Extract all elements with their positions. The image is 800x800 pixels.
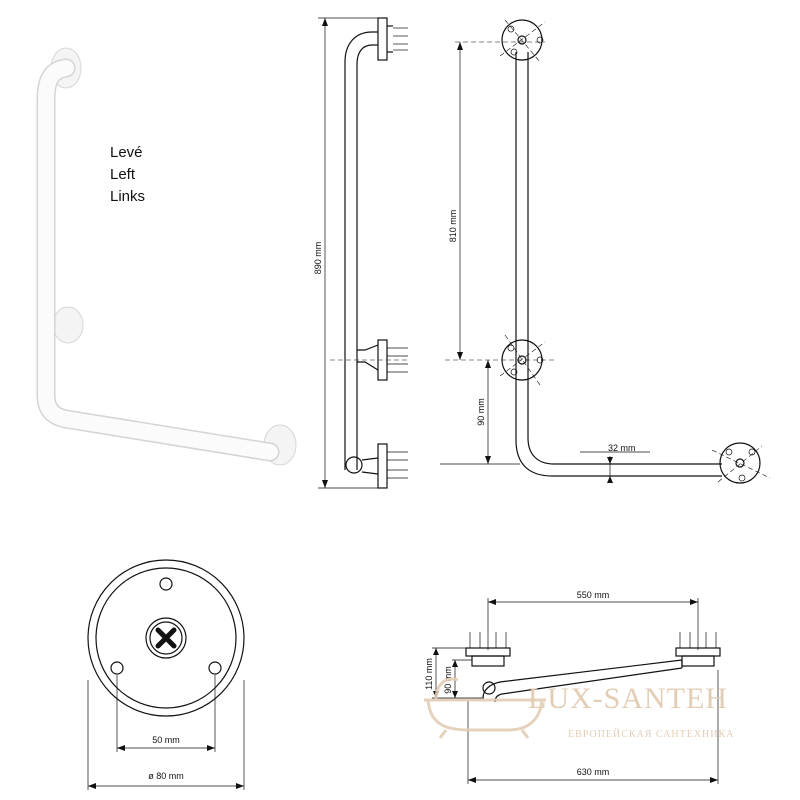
watermark-brand: LUX-SANTEH	[528, 682, 728, 715]
dim-flange-diameter: ø 80 mm	[148, 771, 184, 781]
dim-tube-diameter: 32 mm	[608, 443, 636, 453]
watermark-tagline: ЕВРОПЕЙСКАЯ САНТЕХНИКА	[568, 728, 734, 740]
watermark: LUX-SANTEH ЕВРОПЕЙСКАЯ САНТЕХНИКА	[424, 679, 734, 740]
dim-top-span: 550 mm	[577, 590, 610, 600]
front-view: 810 mm 90 mm	[440, 20, 770, 483]
dim-low-offset: 90 mm	[476, 398, 486, 426]
dim-mount-spacing: 810 mm	[448, 210, 458, 243]
flange-detail: 50 mm ø 80 mm	[88, 560, 244, 790]
dim-top-depth-outer: 110 mm	[424, 658, 434, 690]
dim-height-total: 890 mm	[313, 242, 323, 275]
dim-top-total: 630 mm	[577, 767, 610, 777]
product-render	[46, 48, 296, 465]
dim-flange-holes: 50 mm	[152, 735, 180, 745]
side-view: 890 mm	[313, 18, 410, 488]
